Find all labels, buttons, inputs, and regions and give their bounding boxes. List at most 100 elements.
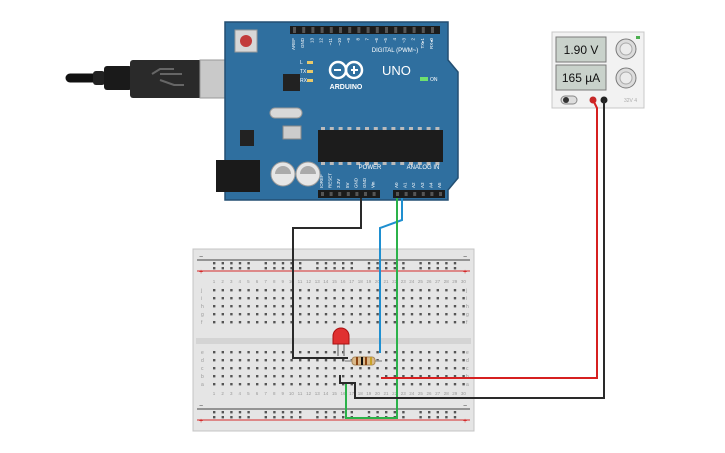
terminal-hole[interactable] (256, 383, 259, 386)
rail-hole[interactable] (299, 262, 302, 265)
terminal-hole[interactable] (281, 305, 285, 308)
terminal-hole[interactable] (307, 375, 310, 378)
header-pin[interactable] (412, 27, 416, 33)
terminal-hole[interactable] (213, 375, 216, 378)
rail-hole[interactable] (376, 267, 379, 270)
terminal-hole[interactable] (324, 297, 328, 300)
analog-header[interactable] (393, 190, 445, 198)
terminal-hole[interactable] (393, 351, 396, 354)
terminal-hole[interactable] (445, 359, 448, 362)
terminal-hole[interactable] (221, 289, 224, 292)
terminal-hole[interactable] (385, 305, 388, 308)
terminal-hole[interactable] (307, 367, 310, 370)
rail-hole[interactable] (264, 262, 267, 265)
terminal-hole[interactable] (299, 351, 302, 354)
terminal-hole[interactable] (316, 289, 319, 292)
terminal-hole[interactable] (462, 313, 465, 316)
terminal-hole[interactable] (247, 297, 250, 300)
rail-hole[interactable] (316, 267, 319, 270)
terminal-hole[interactable] (238, 297, 242, 300)
rail-hole[interactable] (316, 411, 319, 414)
terminal-hole[interactable] (419, 297, 422, 300)
rail-hole[interactable] (393, 262, 396, 265)
terminal-hole[interactable] (307, 383, 310, 386)
terminal-hole[interactable] (350, 321, 353, 324)
header-pin[interactable] (439, 192, 442, 196)
terminal-hole[interactable] (419, 375, 422, 378)
rail-hole[interactable] (221, 262, 224, 265)
rail-hole[interactable] (273, 262, 276, 265)
terminal-hole[interactable] (290, 383, 293, 386)
terminal-hole[interactable] (453, 321, 457, 324)
terminal-hole[interactable] (333, 367, 336, 370)
terminal-hole[interactable] (213, 297, 216, 300)
terminal-hole[interactable] (453, 359, 457, 362)
header-pin[interactable] (366, 27, 370, 33)
rail-hole[interactable] (436, 267, 439, 270)
rail-hole[interactable] (299, 416, 302, 419)
terminal-hole[interactable] (428, 359, 431, 362)
terminal-hole[interactable] (264, 375, 267, 378)
terminal-hole[interactable] (445, 297, 448, 300)
rail-hole[interactable] (221, 416, 224, 419)
terminal-hole[interactable] (428, 289, 431, 292)
rail-hole[interactable] (428, 262, 431, 265)
terminal-hole[interactable] (264, 297, 267, 300)
terminal-hole[interactable] (410, 297, 414, 300)
terminal-hole[interactable] (247, 351, 250, 354)
terminal-hole[interactable] (367, 313, 371, 316)
terminal-hole[interactable] (402, 383, 405, 386)
terminal-hole[interactable] (299, 359, 302, 362)
terminal-hole[interactable] (436, 321, 439, 324)
terminal-hole[interactable] (376, 367, 379, 370)
terminal-hole[interactable] (316, 383, 319, 386)
terminal-hole[interactable] (290, 321, 293, 324)
terminal-hole[interactable] (376, 351, 379, 354)
terminal-hole[interactable] (402, 305, 405, 308)
terminal-hole[interactable] (428, 383, 431, 386)
terminal-hole[interactable] (238, 375, 242, 378)
rail-hole[interactable] (333, 416, 336, 419)
rail-hole[interactable] (436, 416, 439, 419)
wires[interactable] (292, 99, 605, 419)
terminal-hole[interactable] (445, 383, 448, 386)
terminal-hole[interactable] (316, 375, 319, 378)
terminal-hole[interactable] (453, 383, 457, 386)
terminal-hole[interactable] (238, 305, 242, 308)
terminal-hole[interactable] (221, 367, 224, 370)
terminal-hole[interactable] (350, 375, 353, 378)
terminal-hole[interactable] (273, 359, 276, 362)
header-pin[interactable] (329, 27, 333, 33)
terminal-hole[interactable] (316, 305, 319, 308)
rail-hole[interactable] (436, 262, 439, 265)
terminal-hole[interactable] (213, 351, 216, 354)
terminal-hole[interactable] (290, 351, 293, 354)
header-pin[interactable] (338, 192, 342, 196)
rail-hole[interactable] (273, 267, 276, 270)
terminal-hole[interactable] (230, 313, 233, 316)
terminal-hole[interactable] (316, 351, 319, 354)
terminal-hole[interactable] (376, 375, 379, 378)
terminal-hole[interactable] (350, 367, 353, 370)
terminal-hole[interactable] (367, 367, 371, 370)
terminal-hole[interactable] (445, 321, 448, 324)
rail-hole[interactable] (350, 262, 353, 265)
rail-hole[interactable] (342, 411, 345, 414)
reset-button[interactable] (234, 29, 258, 53)
terminal-hole[interactable] (436, 289, 439, 292)
dc-power-supply[interactable]: 1.90 V 165 µA 32V 4 (551, 31, 645, 109)
terminal-hole[interactable] (393, 383, 396, 386)
terminal-hole[interactable] (299, 313, 302, 316)
terminal-hole[interactable] (436, 367, 439, 370)
terminal-hole[interactable] (333, 305, 336, 308)
terminal-hole[interactable] (221, 375, 224, 378)
terminal-hole[interactable] (273, 351, 276, 354)
terminal-hole[interactable] (359, 383, 362, 386)
header-pin[interactable] (421, 27, 425, 33)
rail-hole[interactable] (453, 262, 457, 265)
rail-hole[interactable] (419, 262, 422, 265)
terminal-hole[interactable] (307, 321, 310, 324)
terminal-hole[interactable] (342, 297, 345, 300)
terminal-hole[interactable] (213, 367, 216, 370)
terminal-hole[interactable] (385, 383, 388, 386)
